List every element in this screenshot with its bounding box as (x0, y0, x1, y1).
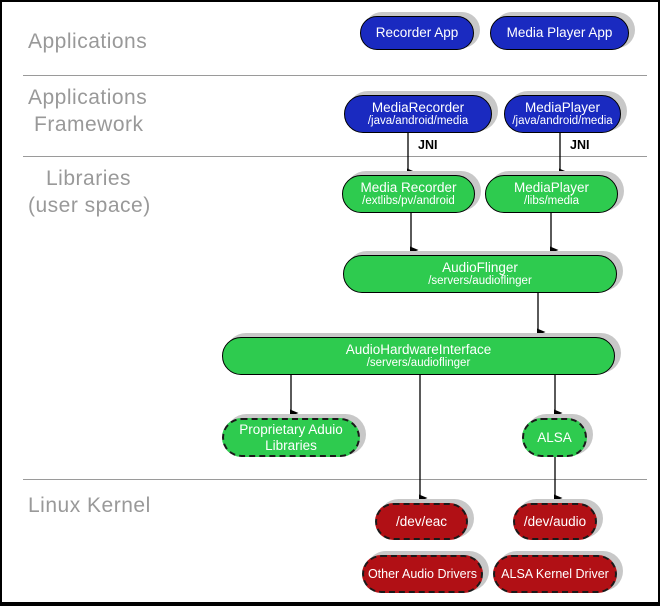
node-path: /servers/audioflinger (366, 357, 471, 370)
node-title: Recorder App (375, 25, 459, 41)
node-media-player-framework: MediaPlayer /java/android/media (504, 95, 621, 133)
node-media-player-app: Media Player App (490, 16, 629, 50)
node-title: MediaPlayer (524, 99, 601, 115)
node-path: /java/android/media (367, 115, 469, 128)
node-recorder-app: Recorder App (360, 16, 474, 50)
layer-label-framework-line2: Framework (34, 113, 144, 136)
node-title: MediaPlayer (513, 179, 590, 195)
node-proprietary-audio-libraries: Proprietary Aduio Libraries (222, 418, 360, 457)
layer-label-framework-line1: Applications (28, 86, 148, 109)
jni-label-right: JNI (570, 138, 590, 152)
node-audioflinger: AudioFlinger /servers/audioflinger (343, 255, 617, 293)
layer-label-libraries: Libraries (user space) (28, 165, 151, 219)
node-media-player-lib: MediaPlayer /libs/media (485, 175, 618, 213)
node-title: Media Recorder (360, 179, 457, 195)
layer-label-linux-kernel: Linux Kernel (28, 494, 151, 517)
layer-label-libraries-line1: Libraries (46, 167, 132, 190)
node-audio-hardware-interface: AudioHardwareInterface /servers/audiofli… (222, 337, 615, 375)
node-title: AudioHardwareInterface (345, 341, 492, 357)
node-other-audio-drivers: Other Audio Drivers (362, 555, 483, 593)
jni-label-left: JNI (418, 138, 438, 152)
node-dev-audio: /dev/audio (513, 503, 597, 540)
node-media-recorder-framework: MediaRecorder /java/android/media (344, 95, 492, 133)
node-title: /dev/eac (395, 513, 448, 529)
node-title: MediaRecorder (371, 99, 465, 115)
node-title: AudioFlinger (442, 259, 518, 275)
layer-divider-kernel (23, 479, 647, 480)
layer-divider-framework (23, 156, 647, 157)
layer-divider-applications (23, 75, 647, 76)
layer-label-libraries-line2: (user space) (28, 194, 151, 217)
node-title: Proprietary Aduio Libraries (239, 421, 343, 453)
node-alsa: ALSA (522, 418, 587, 457)
node-path: /java/android/media (512, 115, 613, 128)
node-dev-eac: /dev/eac (375, 503, 468, 540)
node-title: ALSA Kernel Driver (501, 566, 609, 581)
node-path: /extlibs/pv/android (362, 195, 455, 208)
layer-label-applications-framework: Applications Framework (28, 84, 147, 138)
node-alsa-kernel-driver: ALSA Kernel Driver (493, 555, 617, 593)
node-title: Other Audio Drivers (367, 566, 478, 581)
node-title: Media Player App (506, 25, 613, 41)
layer-label-applications: Applications (28, 30, 148, 53)
node-media-recorder-lib: Media Recorder /extlibs/pv/android (342, 175, 475, 213)
node-title: ALSA (537, 429, 572, 445)
node-path: /servers/audioflinger (428, 275, 532, 288)
node-title: /dev/audio (523, 513, 587, 529)
node-path: /libs/media (524, 195, 579, 208)
